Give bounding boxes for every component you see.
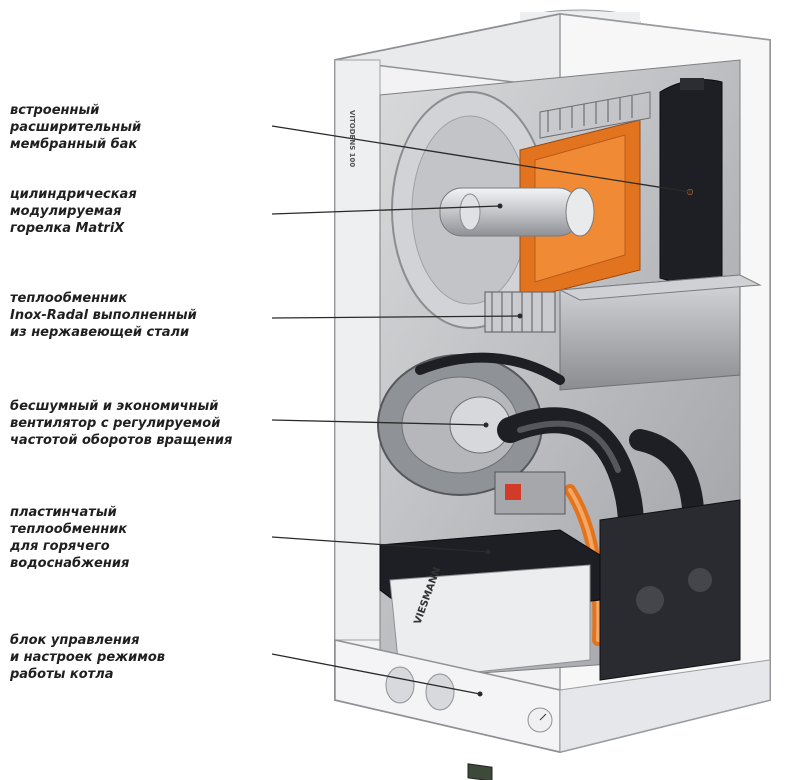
callout-line: для горячего: [10, 539, 110, 554]
front-control-panel: [334, 639, 771, 780]
callout-line: горелка MatriX: [10, 221, 125, 236]
callout-line: Inox-Radal выполненный: [10, 308, 197, 323]
hydraulic-block: [599, 499, 741, 681]
callout-line: частотой оборотов вращения: [10, 433, 233, 448]
callout-line: модулируемая: [10, 204, 122, 219]
leader-lines: [271, 125, 691, 695]
callout-fan: бесшумный и экономичный вентилятор с рег…: [10, 398, 272, 449]
callout-line: расширительный: [10, 120, 142, 135]
callout-line: водоснабжения: [10, 556, 130, 571]
callout-plate-heat-exchanger: пластинчатый теплообменник для горячего …: [10, 504, 272, 572]
condensate-box: [558, 274, 762, 391]
callout-line: бесшумный и экономичный: [10, 399, 219, 414]
leader-fan: [271, 419, 487, 426]
callout-line: из нержавеющей стали: [10, 325, 190, 340]
control-unit-housing: VIESMANN: [379, 529, 601, 681]
leader-dots: [477, 189, 693, 697]
callout-line: пластинчатый: [10, 505, 117, 520]
callout-line: мембранный бак: [10, 137, 138, 152]
leader-control-unit: [271, 653, 481, 695]
gas-valve: [494, 471, 566, 515]
callout-line: теплообменник: [10, 522, 128, 537]
callout-line: блок управления: [10, 633, 140, 648]
leader-plate-hx: [271, 536, 489, 553]
callout-line: встроенный: [10, 103, 100, 118]
expansion-tank: [659, 78, 723, 284]
callout-line: и настроек режимов: [10, 650, 165, 665]
callout-line: цилиндрическая: [10, 187, 137, 202]
callout-heat-exchanger: теплообменник Inox-Radal выполненный из …: [10, 290, 272, 341]
leader-burner: [271, 205, 501, 215]
burner-cylinder: [439, 187, 595, 237]
callout-line: вентилятор с регулируемой: [10, 416, 221, 431]
lower-fins: [484, 291, 556, 333]
callout-burner: цилиндрическая модулируемая горелка Matr…: [10, 186, 272, 237]
leader-expansion-tank: [271, 125, 691, 193]
callout-control-unit: блок управления и настроек режимов работ…: [10, 632, 272, 683]
callout-expansion-tank: встроенный расширительный мембранный бак: [10, 102, 272, 153]
callout-line: теплообменник: [10, 291, 128, 306]
callout-line: работы котла: [10, 667, 114, 682]
leader-heat-exchanger: [271, 315, 521, 319]
